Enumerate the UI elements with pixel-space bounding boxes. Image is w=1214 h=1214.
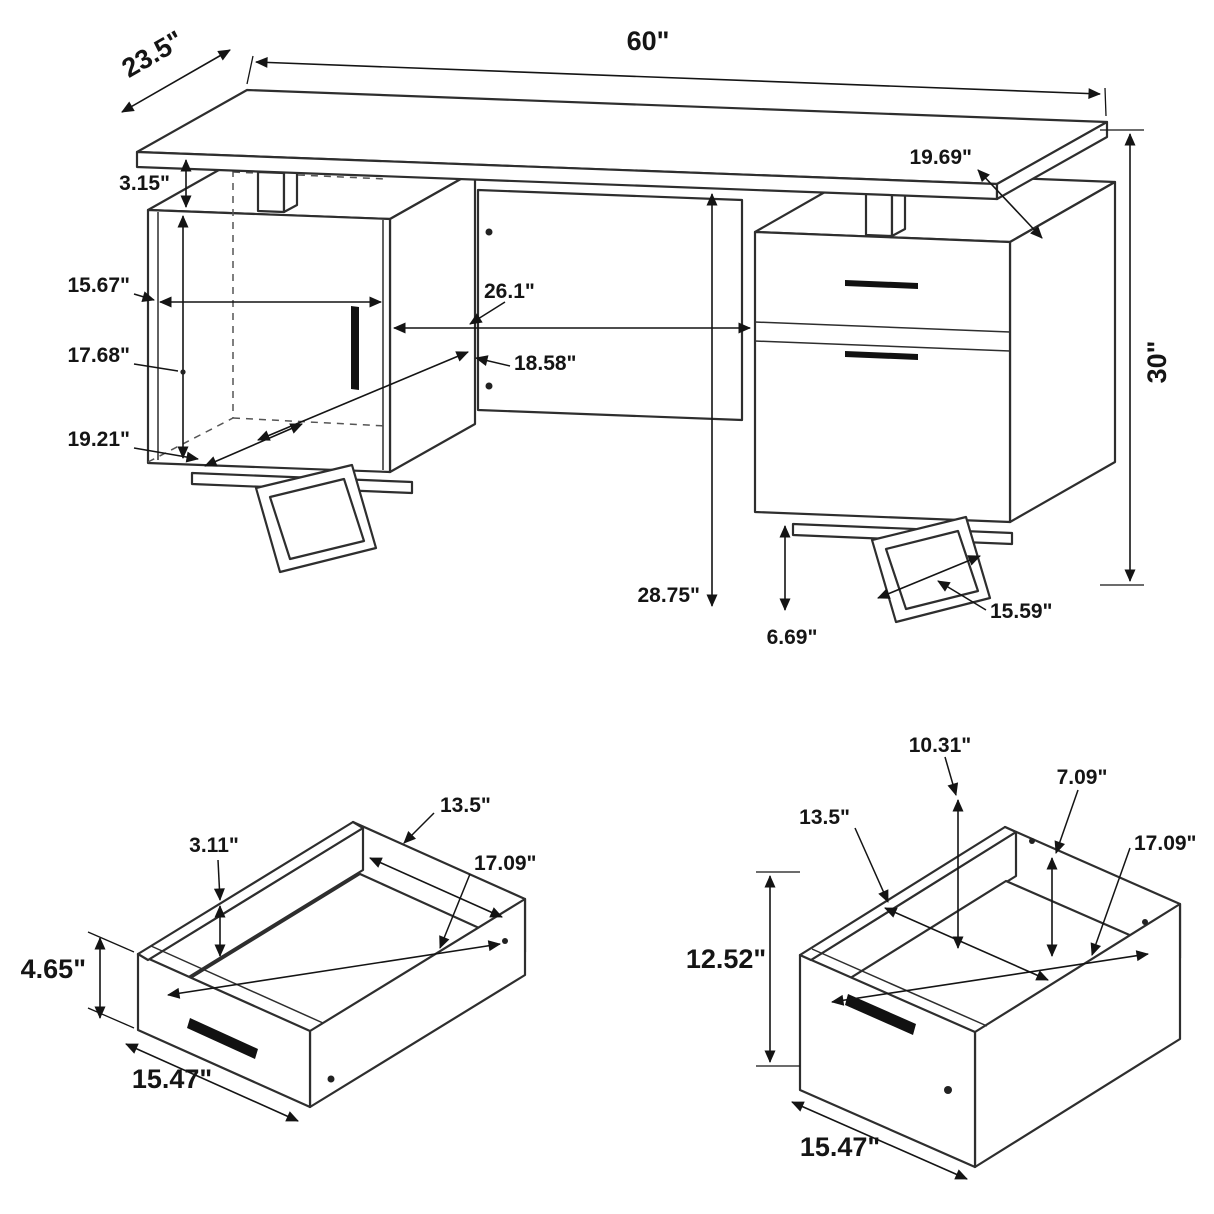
- leader-line: [133, 291, 155, 302]
- file-dim-back-height-label: 10.31": [909, 734, 972, 757]
- leader-line: [133, 363, 179, 372]
- file-drawer-screw-hole: [944, 1086, 952, 1094]
- small-drawer-figure: 3.11" 13.5" 17.09" 4.65" 15.47": [21, 794, 537, 1122]
- dimension-line: [369, 857, 503, 918]
- leader-line: [403, 812, 435, 844]
- dimension-line: [125, 1043, 299, 1122]
- dim-top-width-label: 60": [627, 26, 670, 56]
- file-drawer-screw-hole: [1029, 838, 1035, 844]
- leader-line: [1054, 789, 1079, 854]
- file-dim-front-height-label: 12.52": [686, 944, 766, 974]
- desk-back-panel: [476, 188, 744, 422]
- drawer-dim-front-width-label: 15.47": [132, 1064, 212, 1094]
- drawer-screw-hole: [502, 938, 508, 944]
- file-dim-divider-height: 7.09": [1046, 766, 1108, 957]
- dimension-line: [831, 950, 1149, 1006]
- drawer-divider-line-upper: [754, 321, 1011, 333]
- left-leg-inner: [268, 477, 366, 561]
- dimension-line: [204, 423, 303, 467]
- drawer-left-panel-top-edge: [136, 820, 365, 962]
- left-cabinet-door-handle: [351, 306, 359, 390]
- drawer-dim-side-height-label: 3.11": [189, 834, 239, 857]
- drawer-dim-front-height: 4.65": [21, 931, 135, 1029]
- extension-line: [87, 931, 135, 953]
- file-dim-inner-diagonal-label: 17.09": [1134, 832, 1197, 855]
- extension-line: [87, 1007, 135, 1029]
- dim-pedestal-top-depth-label: 19.69": [909, 146, 972, 169]
- dim-leg-depth-label: 15.59": [990, 600, 1053, 623]
- drawer-dim-front-width: 15.47": [125, 1043, 299, 1122]
- file-drawer-handle: [845, 351, 918, 360]
- dim-top-gap-label: 3.15": [119, 172, 170, 195]
- leader-line: [475, 355, 511, 367]
- dim-top-width: 60": [246, 26, 1107, 117]
- dimension-line: [121, 49, 231, 113]
- drawer-dim-inner-diagonal: 17.09": [167, 852, 537, 999]
- drawer-dim-inner-diagonal-label: 17.09": [474, 852, 537, 875]
- file-dim-front-width: 15.47": [791, 1101, 968, 1180]
- right-support-post: [864, 188, 894, 238]
- dim-clearance-height: 28.75": [637, 193, 718, 607]
- leader-line: [1090, 847, 1131, 956]
- file-dim-inner-width-label: 13.5": [799, 806, 850, 829]
- dim-overall-height-label: 30": [1142, 341, 1172, 384]
- dim-leg-height-label: 6.69": [767, 626, 818, 649]
- leader-line: [213, 859, 225, 901]
- dim-pedestal-top-depth: 19.69": [909, 146, 1043, 239]
- dim-cabinet-inner-diagonal-label: 18.58": [514, 352, 577, 375]
- drawer-dim-front-height-label: 4.65": [21, 954, 86, 984]
- dimension-line: [877, 555, 981, 599]
- dim-overall-height: 30": [1100, 129, 1172, 586]
- drawer-divider-line-lower: [754, 340, 1011, 352]
- leader-line: [937, 580, 987, 611]
- leader-line: [469, 301, 506, 325]
- left-cabinet-side-face: [388, 169, 477, 474]
- leader-line: [854, 827, 889, 903]
- drawer-dim-inner-width: 13.5": [369, 794, 503, 918]
- file-dim-inner-diagonal: 17.09": [831, 832, 1197, 1006]
- dim-top-depth-label: 23.5": [117, 25, 189, 84]
- back-panel-screw-hole: [485, 228, 493, 236]
- dimension-line: [255, 56, 1101, 100]
- dim-clearance-height-label: 28.75": [637, 584, 700, 607]
- leader-line: [439, 873, 471, 949]
- dimension-line: [977, 169, 1043, 239]
- dim-knee-space-width-label: 26.1": [484, 280, 535, 303]
- back-panel-screw-hole: [485, 382, 493, 390]
- right-cabinet-side-face: [1008, 180, 1117, 524]
- leader-dot: [180, 369, 186, 375]
- dim-leg-height: 6.69": [767, 525, 818, 649]
- dim-cabinet-inner-width: 15.67": [67, 274, 382, 308]
- right-cabinet-front-face: [753, 230, 1012, 524]
- dimension-line: [791, 1101, 968, 1180]
- leader-line: [133, 447, 199, 463]
- top-drawer-handle: [845, 280, 918, 289]
- dim-cabinet-bottom-diagonal-label: 19.21": [67, 428, 130, 451]
- dim-cabinet-bottom-diagonal: 19.21": [67, 423, 303, 467]
- dim-knee-space-width: 26.1": [393, 280, 751, 334]
- extension-line: [1104, 87, 1107, 117]
- dim-cabinet-inner-height-label: 17.68": [67, 344, 130, 367]
- file-dim-front-width-label: 15.47": [800, 1132, 880, 1162]
- file-drawer-figure: 10.31" 7.09" 13.5" 17.09" 12.52" 15.47": [686, 734, 1197, 1180]
- file-drawer-screw-hole: [1142, 919, 1148, 925]
- dim-top-gap: 3.15": [119, 159, 192, 208]
- extension-line: [246, 55, 254, 85]
- dimension-line: [167, 940, 501, 999]
- dim-leg-depth: 15.59": [877, 555, 1053, 623]
- dim-top-depth: 23.5": [117, 25, 231, 113]
- leader-line: [944, 756, 959, 796]
- file-dim-front-height: 12.52": [686, 871, 800, 1067]
- left-support-post: [256, 170, 286, 214]
- desk-figure: [135, 88, 1117, 624]
- dim-cabinet-inner-height: 17.68": [67, 215, 189, 459]
- drawer-screw-hole: [327, 1075, 335, 1083]
- dim-cabinet-inner-width-label: 15.67": [67, 274, 130, 297]
- file-dim-divider-height-label: 7.09": [1057, 766, 1108, 789]
- drawer-dim-inner-width-label: 13.5": [440, 794, 491, 817]
